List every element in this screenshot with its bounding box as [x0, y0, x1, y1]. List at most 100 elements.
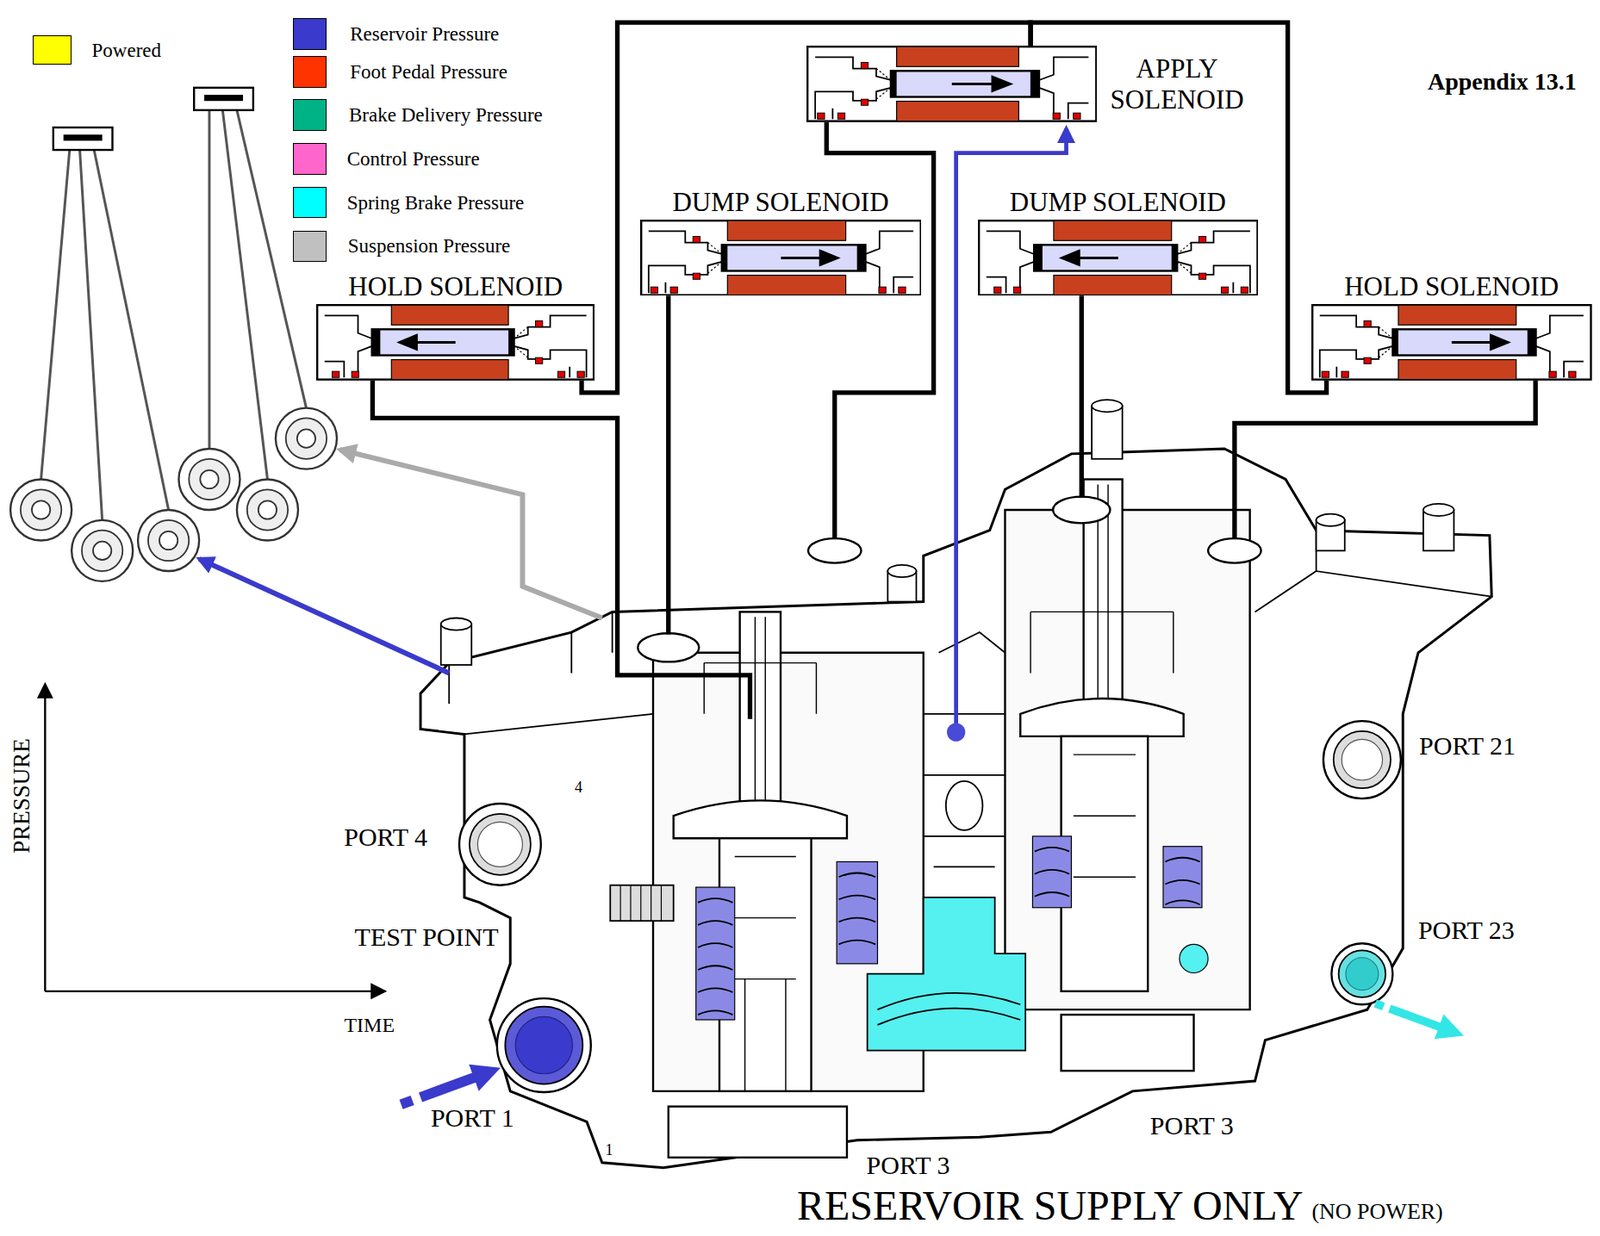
solenoid-symbol — [316, 304, 595, 381]
legend-text: Brake Delivery Pressure — [348, 105, 543, 125]
solenoid-symbol — [640, 219, 922, 297]
legend-item: Brake Delivery Pressure — [292, 99, 543, 131]
web-hole — [946, 781, 984, 831]
solenoid-port-hole — [1052, 497, 1110, 524]
solenoid-housing — [317, 305, 594, 380]
legend-text: Foot Pedal Pressure — [349, 62, 508, 82]
spring-brake-chamber — [867, 897, 1027, 1052]
sensor-ring — [10, 408, 337, 582]
valve-port — [860, 99, 868, 106]
valve-port — [860, 62, 868, 69]
legend-swatch — [292, 56, 327, 88]
solenoid-plunger — [1033, 244, 1177, 271]
port-label: PORT 21 — [1417, 730, 1518, 760]
solenoid-valve: HOLD SOLENOID — [1311, 271, 1593, 380]
port-bore — [1345, 958, 1379, 991]
legend-text: Spring Brake Pressure — [347, 192, 525, 213]
valve-port — [692, 273, 700, 280]
valve-seat — [876, 68, 891, 100]
legend-swatch — [292, 143, 327, 175]
legend-text: Powered — [92, 40, 162, 61]
plunger-end — [1170, 244, 1177, 271]
solenoid-plunger — [372, 329, 515, 355]
valve-port — [1220, 286, 1228, 293]
spring-coil — [697, 872, 876, 1015]
piston-stem — [740, 611, 781, 816]
solenoid-coil — [896, 46, 1019, 67]
axis-label: PRESSURE — [9, 736, 36, 856]
appendix-label: Appendix 13.1 — [1425, 68, 1579, 95]
solenoid-parts — [815, 46, 1089, 121]
solenoid-valve: HOLD SOLENOID — [316, 271, 595, 380]
solenoid-label: DUMP SOLENOID — [1009, 186, 1227, 218]
cast-marking: 4 — [572, 780, 585, 798]
plunger-arrow — [1451, 335, 1508, 349]
valve-port — [1013, 286, 1021, 293]
control-wire — [1234, 380, 1536, 540]
valve-port — [692, 236, 700, 243]
solenoid-valve: DUMP SOLENOID — [640, 186, 922, 296]
legend-swatch — [292, 99, 327, 131]
legend-item: Suspension Pressure — [292, 230, 511, 263]
bolt — [1091, 405, 1123, 460]
inner-cylinder — [1061, 736, 1149, 992]
sensor-body — [20, 417, 327, 572]
test-point — [610, 885, 673, 922]
inner-cylinder-line — [734, 857, 797, 1092]
solenoid-symbol — [977, 219, 1259, 297]
solenoid-label: APPLY SOLENOID — [1103, 53, 1251, 115]
solenoid-coil — [727, 220, 846, 241]
solenoid-coil — [391, 305, 509, 325]
bolt-head — [1316, 514, 1345, 527]
valve-port — [1198, 236, 1206, 243]
valve-port — [535, 320, 543, 327]
valve-seat — [707, 242, 722, 274]
valve-port — [332, 371, 340, 378]
port-thread — [1338, 950, 1386, 997]
solenoid-coil — [1398, 305, 1517, 325]
valve-port — [670, 286, 678, 293]
diagram-title: RESERVOIR SUPPLY ONLY — [796, 1185, 1304, 1227]
plunger-arrow — [1061, 250, 1118, 265]
legend-swatch — [292, 186, 327, 219]
plunger-arrow — [951, 77, 1009, 92]
valve-port — [351, 371, 359, 378]
solenoid-port-hole — [637, 633, 699, 662]
port-bore — [1341, 739, 1383, 780]
solenoid-coil — [1398, 359, 1517, 380]
solenoid-symbol — [806, 45, 1098, 123]
solenoid-parts — [985, 220, 1250, 295]
sensor-tip — [31, 429, 316, 561]
valve-seat — [1378, 327, 1393, 359]
solenoid-coil — [391, 359, 509, 380]
body-block — [1061, 1014, 1195, 1071]
reservoir-passage — [946, 722, 965, 741]
reservoir-signal-arrow — [199, 559, 449, 674]
port-thread — [504, 1007, 583, 1085]
port-label: PORT 1 — [429, 1102, 517, 1132]
legend-text: Suspension Pressure — [348, 236, 511, 256]
solenoid-housing — [807, 46, 1096, 121]
solenoid-plunger — [890, 71, 1039, 98]
solenoid-housing — [641, 220, 921, 295]
port-thread — [1333, 731, 1391, 789]
stem-bore — [703, 616, 816, 811]
harness-connector-slot — [63, 134, 103, 141]
plunger-end — [1392, 329, 1399, 355]
port-bore — [515, 1016, 573, 1074]
plunger-end — [890, 71, 897, 98]
port-thread — [469, 814, 531, 876]
delivery-arrow-dash — [1375, 1003, 1383, 1008]
plunger-end — [1527, 329, 1537, 355]
valve-port — [1198, 273, 1206, 280]
inner-cylinder-line — [1073, 754, 1136, 878]
valve-seat — [1176, 242, 1191, 274]
port-label: PORT 3 — [1148, 1111, 1236, 1140]
valve-port — [878, 286, 886, 293]
solenoid-port-hole — [1207, 538, 1262, 563]
legend-item: Control Pressure — [292, 143, 480, 175]
valve-port — [1240, 286, 1248, 293]
